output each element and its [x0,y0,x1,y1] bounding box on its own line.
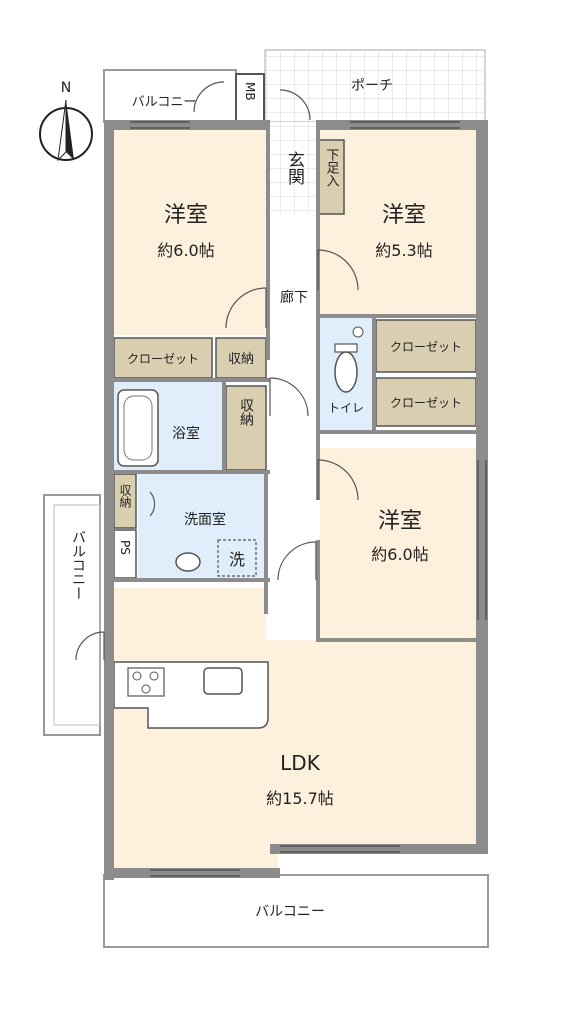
room-nw-fill [114,130,266,335]
walls [104,120,488,880]
balcony-side-label: バルコニー [70,530,86,600]
balcony-side-area [43,494,101,736]
burner-3-icon [141,684,151,694]
storage-bath-box [225,385,267,471]
ldk-size: 約15.7帖 [266,789,334,808]
windows [130,121,487,877]
bathtub-icon [117,389,159,467]
room-e-size: 約6.0帖 [371,545,428,564]
washroom-label: 洗面室 [184,511,226,528]
room-nw-size: 約6.0帖 [157,241,214,260]
balcony-top-area [103,69,237,123]
toilet-sink-icon [352,326,364,338]
closet-e1-label: クローゼット [390,340,462,354]
room-e-fill [320,448,476,640]
door-swings [75,81,359,661]
storage-hall-label: 収納 [228,352,254,367]
compass-label: N [61,80,71,96]
closet-w-box [113,337,213,379]
balcony-side-inner [53,504,101,726]
hallway-label: 廊下 [280,289,308,306]
balcony-bottom-area [103,874,489,948]
bath-label: 浴室 [172,425,200,442]
ldk-name: LDK [280,751,321,775]
compass-icon: N [39,80,93,162]
ldk-fill [114,588,476,868]
ps-label: PS [118,540,132,555]
toilet-tank-icon [334,343,358,353]
closet-e2-label: クローゼット [390,396,462,410]
closet-w-label: クローゼット [127,352,199,366]
storage-hall-box [215,337,267,379]
balcony-top-label: バルコニー [132,95,197,110]
stove-icon [127,667,165,697]
basin-icon [175,552,201,572]
room-ne-name: 洋室 [382,203,426,228]
room-nw-name: 洋室 [164,203,208,228]
storage-bath-label: 収納 [238,398,254,427]
mb-box [235,73,265,125]
shoe-box-label: 下足入 [324,148,340,187]
hallway-fill [268,214,318,594]
toilet-bowl-icon [334,351,358,393]
shoe-box [317,139,345,215]
entrance-label: 玄関 [284,151,304,185]
washroom-fill [138,474,264,578]
kitchen-sink-icon [203,667,243,695]
storage-wash-label: 収納 [118,484,132,508]
entrance-floor [270,122,316,214]
porch-area [264,49,486,123]
washer-box [217,539,257,577]
room-e-name: 洋室 [378,509,422,534]
burner-2-icon [149,671,159,681]
mb-label: MB [243,82,257,101]
burner-1-icon [132,671,142,681]
room-ne-fill [320,130,476,318]
closet-e2-box [375,377,477,427]
washer-label: 洗 [229,550,245,569]
balcony-bottom-label: バルコニー [255,904,325,920]
room-ne-size: 約5.3帖 [375,241,432,260]
bathtub-inner-icon [123,395,153,461]
porch-label: ポーチ [351,78,393,94]
toilet-label: トイレ [328,401,364,415]
